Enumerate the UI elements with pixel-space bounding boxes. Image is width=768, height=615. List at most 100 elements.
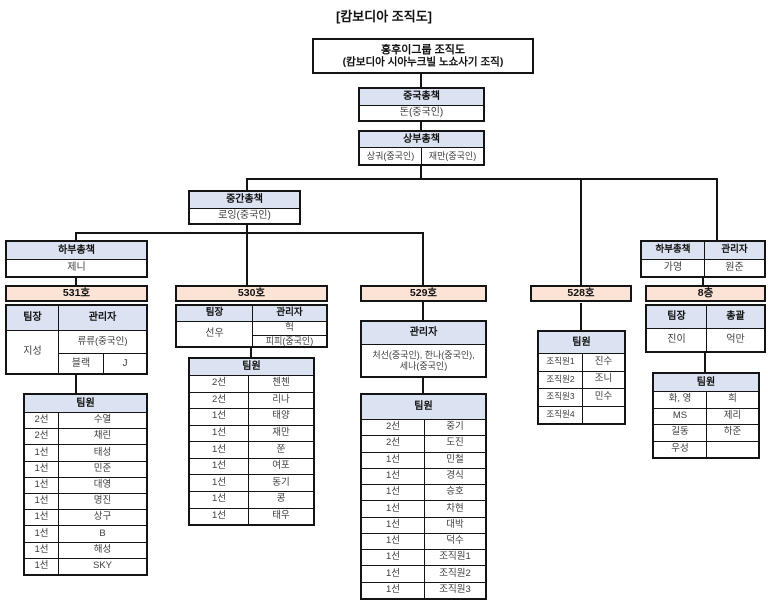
upper-chief-name-left: 상궈(중국인) (360, 148, 422, 164)
connector-line (422, 234, 424, 285)
middle-chief-box: 중간총책 로잉(중국인) (188, 190, 301, 225)
room-530-manager2: 피피(중국인) (253, 334, 326, 346)
member-name: 조직원2 (439, 567, 471, 579)
member-name: 덕수 (446, 535, 464, 547)
member-name: 첸첸 (272, 377, 290, 389)
connector-line (704, 353, 706, 372)
member-name: 재만 (272, 427, 290, 438)
member-name: 민준 (93, 462, 112, 474)
lower-chief-right-name: 가영 (642, 260, 705, 276)
member-name: 중기 (446, 421, 464, 433)
member-name: 민수 (594, 390, 613, 402)
member-name (707, 442, 758, 458)
member-tier: 2선 (190, 392, 249, 409)
member-tier: 1선 (362, 566, 425, 582)
member-tier: 1선 (25, 558, 59, 575)
connector-line (580, 303, 582, 330)
member-tier: 우성 (654, 441, 707, 457)
member-tier: 2선 (25, 429, 59, 445)
member-tier: 1선 (25, 445, 59, 461)
member-row: 1선 덕수 (362, 532, 485, 550)
room-529-manager-header: 관리자 (362, 322, 485, 344)
member-tier: 길동 (654, 425, 707, 441)
member-tier: 1선 (25, 510, 59, 526)
member-name: B (99, 527, 106, 539)
member-name: 동기 (272, 476, 290, 488)
member-name: 태우 (272, 509, 290, 521)
member-tier: 1선 (362, 533, 425, 550)
member-row: 1선 콩 (190, 490, 313, 508)
middle-chief-header: 중간총책 (190, 192, 299, 208)
connector-line (246, 178, 718, 180)
connector-line (75, 234, 77, 240)
upper-chief-header: 상부총책 (360, 132, 483, 147)
member-tier: 1선 (362, 501, 425, 517)
room-8f-members-header: 팀원 (654, 374, 758, 391)
lower-chief-right-manager-header: 관리자 (705, 242, 764, 259)
lower-chief-right-header: 하부총책 (642, 242, 705, 259)
connector-line (75, 375, 77, 393)
member-row: 길동 하준 (654, 424, 758, 441)
member-name: 조직원3 (439, 583, 471, 595)
member-row: 1선 경식 (362, 467, 485, 485)
member-tier: 1선 (362, 517, 425, 533)
member-name: 태성 (93, 446, 112, 458)
member-name: 콩 (276, 493, 286, 505)
connector-line (250, 348, 252, 357)
member-tier: 조직원3 (539, 389, 583, 406)
room-531-leader-name: 지성 (7, 331, 59, 373)
member-name (583, 407, 624, 424)
lower-chief-left-name: 제니 (7, 259, 146, 276)
lower-chief-left-box: 하부총책 제니 (5, 240, 148, 278)
room-8f-title: 8층 (645, 285, 766, 302)
member-name: 하준 (723, 426, 742, 438)
room-531-members-header: 팀원 (25, 395, 146, 412)
room-529-manager-line1: 처선(중국인), 한나(중국인), (372, 350, 475, 361)
member-tier: 1선 (190, 425, 249, 442)
member-row: 조직원3 민수 (539, 388, 624, 406)
connector-line (702, 278, 704, 285)
room-528-members-header: 팀원 (539, 332, 624, 353)
page-title: [캄보디아 조직도] (336, 9, 432, 24)
member-name: 태양 (272, 410, 290, 422)
room-529-manager-box: 관리자 처선(중국인), 한나(중국인), 세나(중국인) (360, 320, 487, 378)
member-name: 조직원1 (439, 551, 471, 563)
member-name: 경식 (446, 469, 464, 481)
member-tier: 1선 (362, 468, 425, 485)
member-tier: 1선 (190, 491, 249, 508)
member-name: 수열 (93, 414, 112, 426)
member-tier: 1선 (362, 550, 425, 566)
room-530-leader-name: 선우 (177, 321, 253, 346)
connector-line (75, 232, 424, 234)
lower-chief-right-box: 하부총책 관리자 가영 원준 (640, 240, 766, 278)
member-tier: 2선 (362, 436, 425, 452)
connector-line (580, 180, 582, 285)
room-530-leader-header: 팀장 (177, 306, 253, 321)
room-529-manager-line2: 세나(중국인) (399, 360, 448, 371)
upper-chief-name-right: 재만(중국인) (428, 150, 477, 161)
member-tier: 1선 (25, 461, 59, 477)
connector-line (420, 166, 422, 178)
room-531-manager-header: 관리자 (59, 306, 146, 330)
connector-line (422, 378, 424, 393)
china-chief-box: 중국총책 돈(중국인) (358, 87, 485, 122)
